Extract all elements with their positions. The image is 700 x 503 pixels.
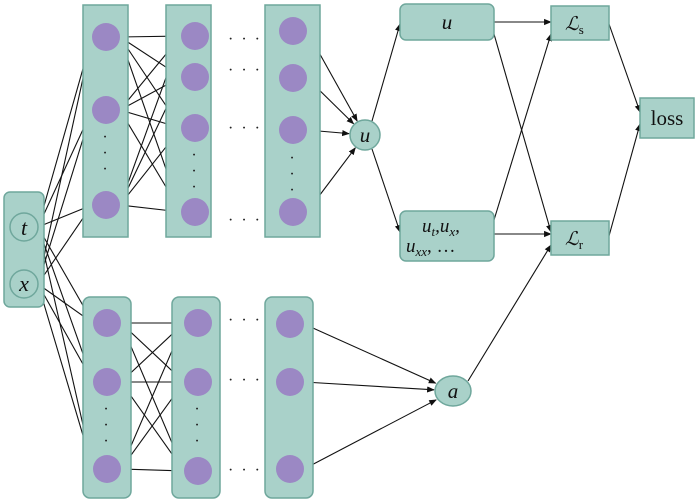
upper-col1-node-2 — [92, 191, 120, 219]
lower-col3-node-2 — [276, 455, 304, 483]
lower-col1-node-0 — [93, 309, 121, 337]
input-node-t — [9, 212, 39, 242]
input-label-x: x — [18, 271, 29, 296]
loss-r-box — [550, 220, 610, 256]
upper-col3-node-1 — [279, 64, 307, 92]
upper-col3-node-2 — [279, 116, 307, 144]
upper-col1-vdot-0: · — [102, 129, 109, 146]
upper-ellipsis-3: · · · — [228, 120, 262, 137]
lower-col2-vdot-2: · — [194, 433, 201, 450]
lower-ellipsis-1: · · · — [228, 312, 262, 329]
upper-col3-vdot-0: · — [289, 150, 296, 167]
derivatives-box — [399, 210, 495, 262]
lower-col2-vdot-0: · — [194, 401, 201, 418]
lower-ellipsis-2: · · · — [228, 372, 262, 389]
edge-u-to-u-box — [371, 23, 402, 122]
edge-derivs-ls — [493, 33, 552, 221]
upper-ellipsis-2: · · · — [228, 62, 262, 79]
lower-col2-node-0 — [184, 309, 212, 337]
input-label-t: t — [21, 215, 28, 240]
loss-r-label: ℒr — [565, 229, 584, 252]
edge-u-to-derivs-box — [371, 148, 401, 233]
upper-col3-vdot-2: · — [289, 182, 296, 199]
edge-l3-a-0 — [303, 323, 437, 384]
loss-s-box — [550, 5, 610, 41]
lower-col3-node-1 — [276, 368, 304, 396]
edge-a-lr — [467, 244, 552, 382]
upper-col3-node-0 — [279, 17, 307, 45]
lower-col2-node-1 — [184, 368, 212, 396]
u-output-node — [349, 119, 381, 151]
edge-l3-a-2 — [303, 399, 437, 470]
upper-col2-node-0 — [181, 22, 209, 50]
loss-s-label: ℒs — [565, 14, 584, 37]
upper-col2-vdot-0: · — [191, 147, 198, 164]
upper-col1-node-1 — [92, 96, 120, 124]
edge-ubox-lr — [493, 33, 553, 233]
upper-col2-node-1 — [181, 63, 209, 91]
lower-col1-node-2 — [93, 455, 121, 483]
lower-col1-vdot-0: · — [103, 401, 110, 418]
upper-col2-node-3 — [181, 198, 209, 226]
upper-col2-vdot-1: · — [191, 163, 198, 180]
upper-col3-vdot-1: · — [289, 166, 296, 183]
lower-hidden-column-2 — [171, 296, 221, 499]
u-box — [399, 3, 495, 41]
lower-col2-vdot-1: · — [194, 417, 201, 434]
upper-col1-vdot-2: · — [102, 161, 109, 178]
u-output-label: u — [360, 123, 371, 147]
lower-col2-node-2 — [184, 457, 212, 485]
nodes — [92, 17, 307, 485]
upper-ellipsis-1: · · · — [228, 31, 262, 48]
edge-lr-loss — [608, 123, 642, 237]
derivatives-line-2: uxx, … — [406, 236, 456, 259]
upper-col2-node-2 — [181, 114, 209, 142]
u-box-label: u — [442, 10, 453, 34]
lower-col1-vdot-1: · — [103, 417, 110, 434]
edge-l3-a-1 — [303, 381, 435, 393]
derivatives-line-1: ut,ux, — [422, 216, 460, 239]
upper-col2-vdot-2: · — [191, 179, 198, 196]
upper-col1-vdot-1: · — [102, 145, 109, 162]
lower-col1-vdot-2: · — [103, 433, 110, 450]
upper-col3-node-3 — [279, 198, 307, 226]
lower-col1-node-1 — [93, 368, 121, 396]
input-node-x — [9, 269, 39, 299]
edge-ls-loss — [608, 23, 641, 113]
lower-hidden-column-1 — [82, 296, 132, 499]
a-output-label: a — [448, 379, 459, 403]
a-output-node — [434, 375, 472, 407]
loss-label: loss — [651, 106, 684, 130]
lower-ellipsis-3: · · · — [228, 462, 262, 479]
upper-ellipsis-4: · · · — [228, 212, 262, 229]
edge-in0-u1-2 — [37, 204, 92, 228]
upper-col1-node-0 — [92, 23, 120, 51]
loss-box — [639, 97, 695, 139]
lower-col3-node-0 — [276, 310, 304, 338]
vertical-ellipses: ··············· — [102, 129, 296, 450]
lower-hidden-column-3 — [264, 296, 314, 499]
